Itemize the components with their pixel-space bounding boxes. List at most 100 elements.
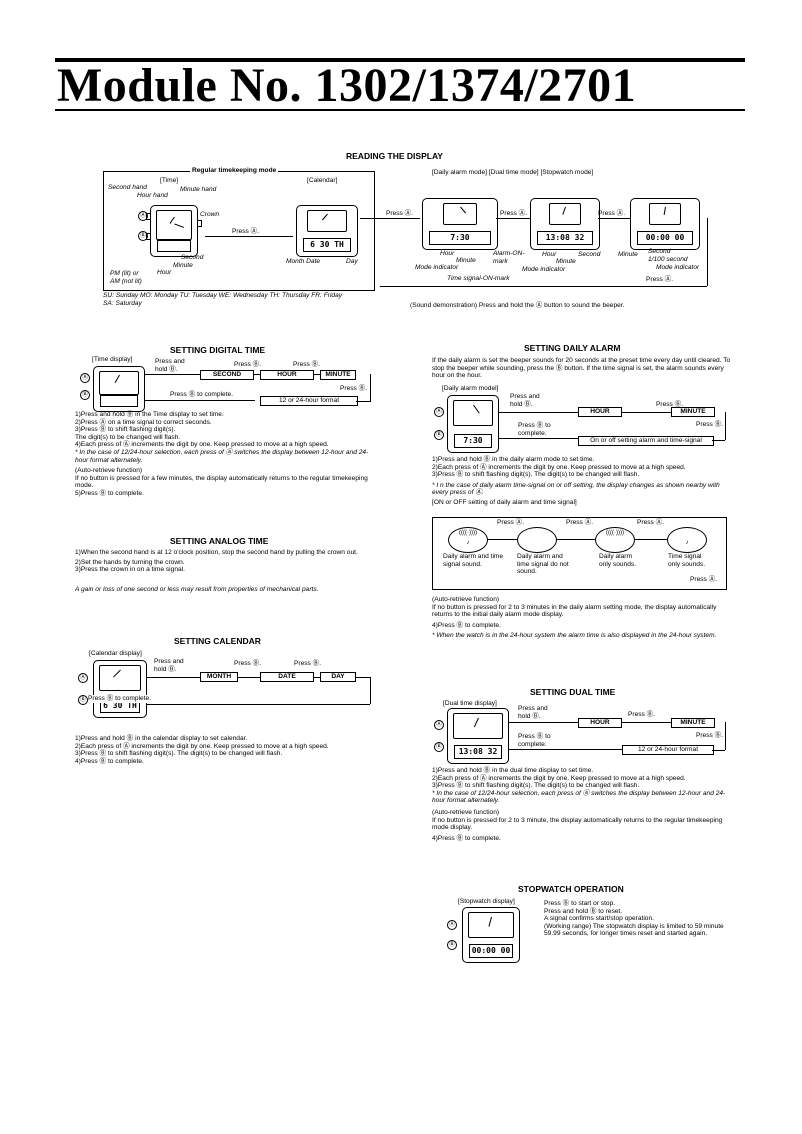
time-signal-on-mark: Time signal-ON-mark (447, 275, 510, 282)
digital-box-format: 12 or 24-hour format (260, 396, 358, 406)
alarm-intro: If the daily alarm is set the beeper sou… (432, 357, 731, 380)
alarm-press-a-2: Press Ⓐ. (566, 519, 594, 526)
alarm-press-b-1: Press Ⓑ. (656, 401, 684, 408)
dual-step: 1)Press and hold Ⓑ in the dual time disp… (432, 767, 594, 774)
page-title: Module No. 1302/1374/2701 (57, 59, 637, 112)
time-label: [Time] (160, 177, 179, 184)
hour-hand-label: Hour hand (137, 192, 168, 199)
analog-step: 3)Press the crown in on a time signal. (75, 566, 185, 574)
calendar-press-complete: Press Ⓑ to complete. (88, 695, 152, 703)
digital-box-hour: HOUR (260, 370, 314, 380)
crown[interactable] (197, 220, 202, 227)
analog-heading: SETTING ANALOG TIME (170, 536, 269, 546)
sw-second-label: Second (648, 248, 671, 255)
press-a-1: Press Ⓐ. (232, 228, 260, 235)
digital-return (145, 400, 255, 401)
digital-press-b-2: Press Ⓑ. (293, 361, 321, 368)
stopwatch-line: (Working range) The stopwatch display is… (544, 922, 724, 938)
calendar-a-label: Ⓐ (78, 673, 88, 683)
dual-step: 2)Each press of Ⓐ increments the digit b… (432, 774, 686, 782)
arrow-2 (360, 218, 420, 219)
calendar-box-day: DAY (320, 672, 356, 682)
digital-arrow-1 (145, 374, 200, 375)
calendar-b-label: Ⓑ (78, 695, 88, 705)
alarm-press-complete: Press Ⓑ to complete. (518, 422, 551, 437)
minute-label: Minute (173, 262, 193, 269)
alarm-hour-label: Hour (440, 250, 455, 257)
digital-step: The digit(s) to be changed will flash. (75, 433, 181, 441)
alarm-mode-indicator: Mode indicator (415, 264, 459, 271)
calendar-arrow-2 (237, 677, 260, 678)
sound-demo: (Sound demonstration) Press and hold the… (410, 302, 625, 309)
stopwatch-a-label: Ⓐ (447, 920, 457, 930)
watch-dual: 13:08 32 (530, 198, 600, 250)
dual-loop-h (712, 750, 725, 751)
days-line-1: SU: Sunday MO: Monday TU: Tuesday WE: We… (103, 292, 343, 299)
digital-step: 1)Press and hold Ⓑ in the Time display t… (75, 411, 224, 418)
alarm-onoff-frame (432, 517, 727, 590)
alarm-press-a-1: Press Ⓐ. (497, 519, 525, 526)
stopwatch-line: Press Ⓑ to start or stop. (544, 900, 616, 907)
dual-step-4: 4)Press Ⓑ to complete. (432, 834, 501, 842)
alarm-step: 1)Press and hold Ⓑ in the daily alarm mo… (432, 456, 595, 463)
sw-mode-indicator: Mode indicator (656, 264, 700, 271)
alarm-step-4: 4)Press Ⓑ to complete. (432, 621, 501, 629)
crown-label: Crown (200, 211, 220, 218)
alarm-press-b-2: Press Ⓑ. (696, 421, 724, 428)
digital-step-5: 5)Press Ⓑ to complete. (75, 489, 144, 497)
calendar-steps: 1)Press and hold Ⓑ in the calendar displ… (75, 735, 375, 765)
state4-bubble: ♪ (667, 527, 707, 553)
alarm-watch-lcd: 7:30 (454, 434, 492, 448)
digital-step: 4)Each press of Ⓐ increments the digit b… (75, 441, 329, 449)
alarm-heading: SETTING DAILY ALARM (524, 343, 621, 353)
calendar-press-b-1: Press Ⓑ. (234, 660, 262, 667)
stopwatch-watch-lcd: 00:00 00 (469, 944, 513, 958)
dual-step: 3)Press Ⓑ to shift flashing digit(s). Th… (432, 782, 640, 790)
dual-watch: 13:08 32 (447, 708, 509, 764)
alarm-watch: 7:30 (447, 395, 499, 453)
digital-arrow-2 (253, 374, 260, 375)
dual-a-label: Ⓐ (434, 720, 444, 730)
stopwatch-lcd: 00:00 00 (637, 231, 693, 245)
dual-press-b-1: Press Ⓑ. (628, 711, 656, 718)
calendar-step: 1)Press and hold Ⓑ in the calendar displ… (75, 735, 248, 742)
pm-lit-label: PM (lit) or (110, 270, 139, 277)
alarm-return (498, 438, 578, 439)
dual-box-minute: MINUTE (671, 718, 715, 728)
second-label: Second (181, 254, 204, 261)
calendar-return (146, 704, 370, 705)
dual-display-label: [Dual time display] (443, 700, 497, 707)
title-rule-bottom (55, 109, 745, 111)
day-label: Day (346, 258, 358, 265)
press-a-3: Press Ⓐ. (500, 210, 528, 217)
second-hand-label: Second hand (108, 184, 147, 191)
arrow-4 (598, 218, 630, 219)
reading-heading: READING THE DISPLAY (346, 151, 443, 161)
title-rule-top (55, 58, 745, 62)
alarm-arrow-1 (498, 412, 578, 413)
analog-step: 1)When the second hand is at 12 o'clock … (75, 549, 358, 556)
dual-second-label: Second (578, 251, 601, 258)
digital-heading: SETTING DIGITAL TIME (170, 345, 266, 355)
calendar-step: 2)Each press of Ⓐ increments the digit b… (75, 742, 329, 750)
state3-label: Daily alarm only sounds. (599, 553, 637, 568)
dual-box-format: 12 or 24-hour format (622, 745, 714, 755)
dual-box-hour: HOUR (578, 718, 622, 728)
alarm-onoff-head: [ON or OFF setting of daily alarm and ti… (432, 498, 577, 506)
calendar-display-label: [Calendar display] (89, 650, 142, 657)
digital-arrow-3 (313, 374, 320, 375)
state4-label: Time signal only sounds. (668, 553, 706, 568)
digital-loop-h (356, 401, 370, 402)
arrow-3 (496, 218, 544, 219)
digital-press-hold: Press and hold Ⓑ. (155, 358, 185, 373)
return-line-v (707, 218, 708, 286)
digital-step: 3)Press Ⓑ to shift flashing digit(s). (75, 426, 176, 434)
state-arrow-1 (487, 539, 517, 540)
state2-label: Daily alarm and time signal do not sound… (517, 553, 569, 576)
alarm-loop-v (725, 412, 726, 440)
alarm-arrow-2 (621, 412, 671, 413)
alarm-display-label: [Daily alarm model] (442, 385, 499, 392)
state-arrow-3 (634, 539, 667, 540)
analog-step: 2)Set the hands by turning the crown. (75, 558, 185, 566)
stopwatch-heading: STOPWATCH OPERATION (518, 884, 624, 894)
